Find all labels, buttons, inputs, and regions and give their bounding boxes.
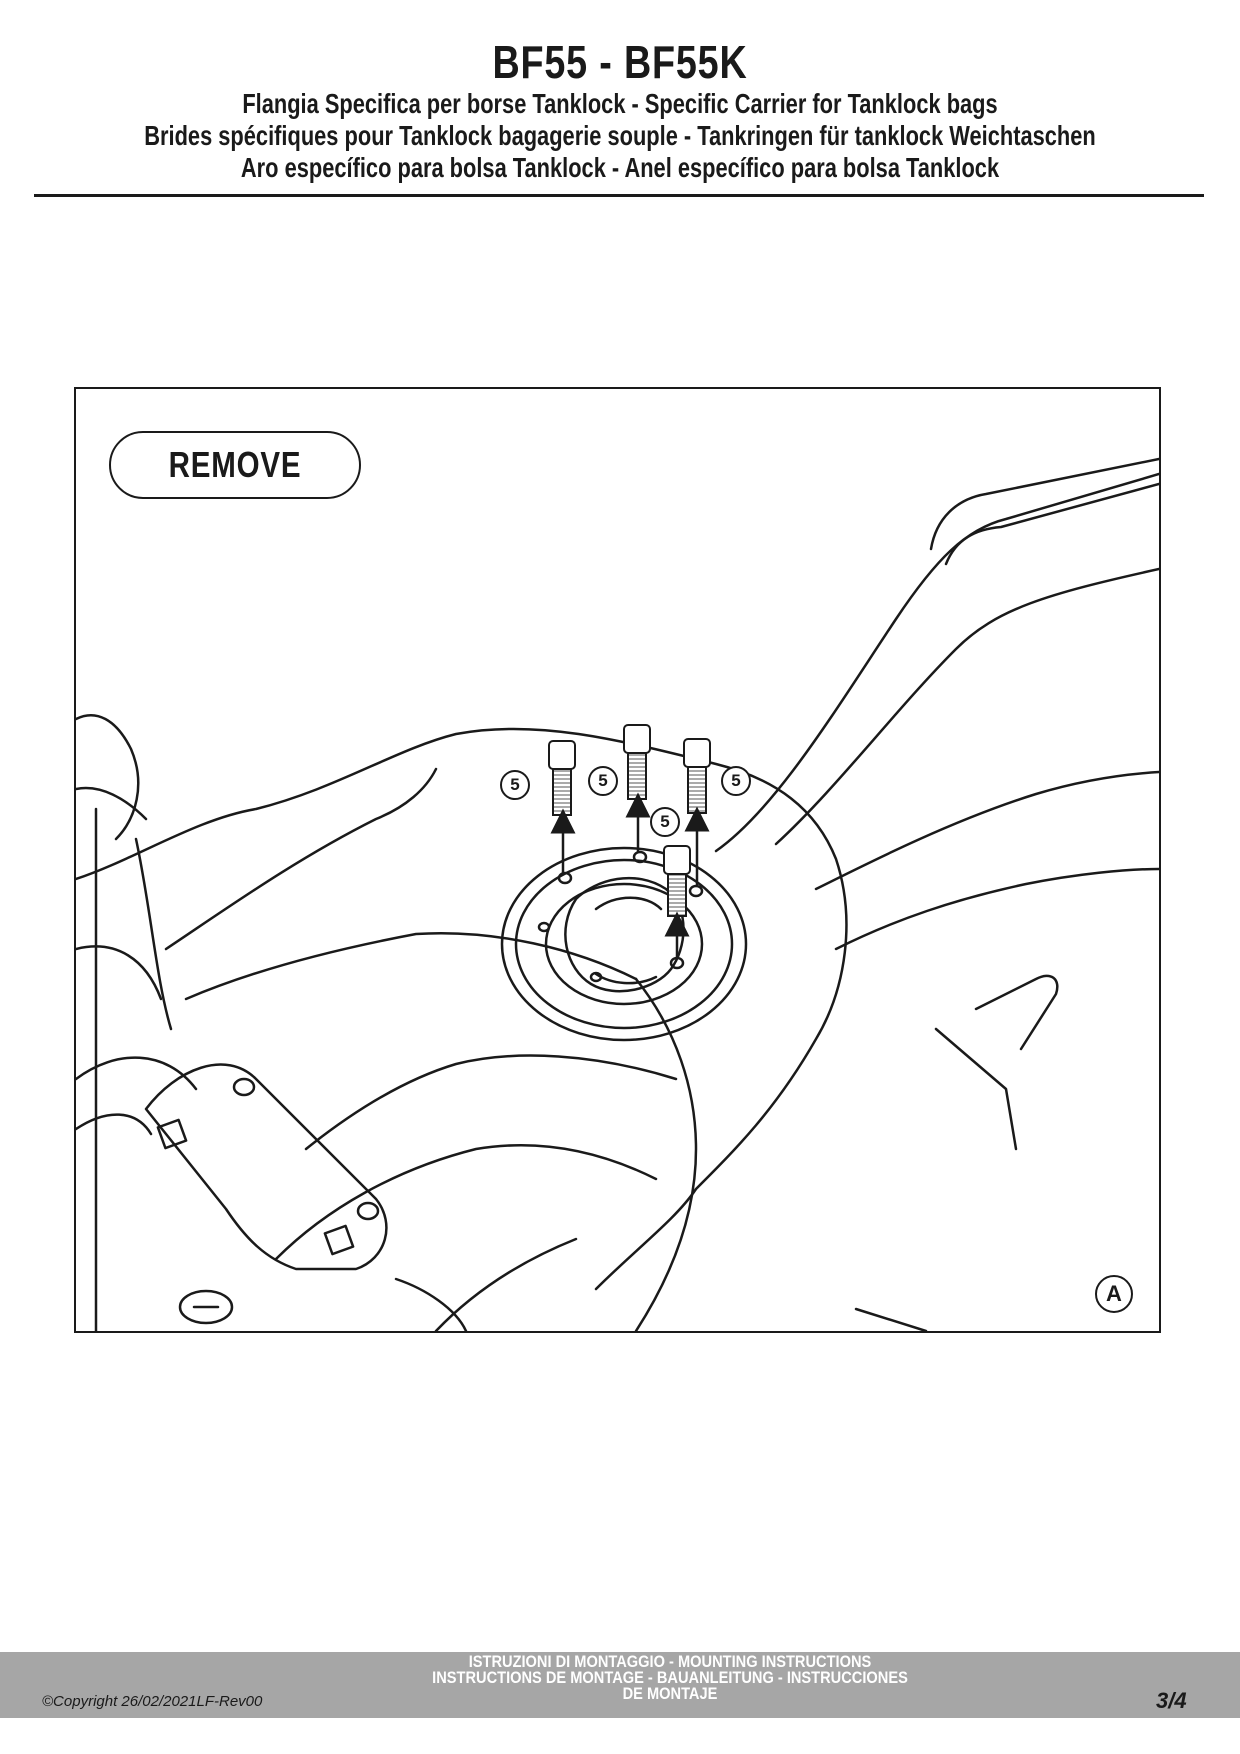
footer-instructions: ISTRUZIONI DI MONTAGGIO - MOUNTING INSTR… [330, 1652, 1010, 1703]
footer-bar [0, 1652, 1240, 1718]
copyright-notice: ©Copyright 26/02/2021LF-Rev00 [42, 1693, 263, 1710]
remove-label-text: REMOVE [168, 444, 302, 485]
subtitle-it-en: Flangia Specifica per borse Tanklock - S… [242, 88, 998, 119]
screw-icon [663, 845, 691, 917]
screw-icon [548, 740, 576, 816]
footer-line: INSTRUCTIONS DE MONTAGE - BAUANLEITUNG -… [432, 1668, 908, 1687]
footer-line: DE MONTAJE [622, 1684, 718, 1703]
remove-label: REMOVE [109, 431, 361, 499]
document-header: BF55 - BF55K Flangia Specifica per borse… [0, 36, 1240, 184]
callout-screw-5: 5 [500, 770, 530, 800]
screw-icon [623, 724, 651, 800]
screw-icon [683, 738, 711, 814]
view-marker: A [1095, 1275, 1133, 1313]
screw-group [548, 724, 711, 959]
footer-line: ISTRUZIONI DI MONTAGGIO - MOUNTING INSTR… [468, 1652, 872, 1671]
subtitle-fr-de: Brides spécifiques pour Tanklock bagager… [144, 120, 1096, 151]
callout-screw-5: 5 [588, 766, 618, 796]
callout-screw-5: 5 [650, 807, 680, 837]
header-divider [34, 194, 1204, 197]
subtitle-es-pt: Aro específico para bolsa Tanklock - Ane… [240, 152, 1000, 183]
page-number: 3/4 [1156, 1688, 1187, 1713]
fuel-tank-illustration [76, 457, 1159, 1331]
installation-figure: REMOVE [74, 387, 1161, 1333]
model-title: BF55 - BF55K [492, 36, 748, 88]
callout-screw-5: 5 [721, 766, 751, 796]
